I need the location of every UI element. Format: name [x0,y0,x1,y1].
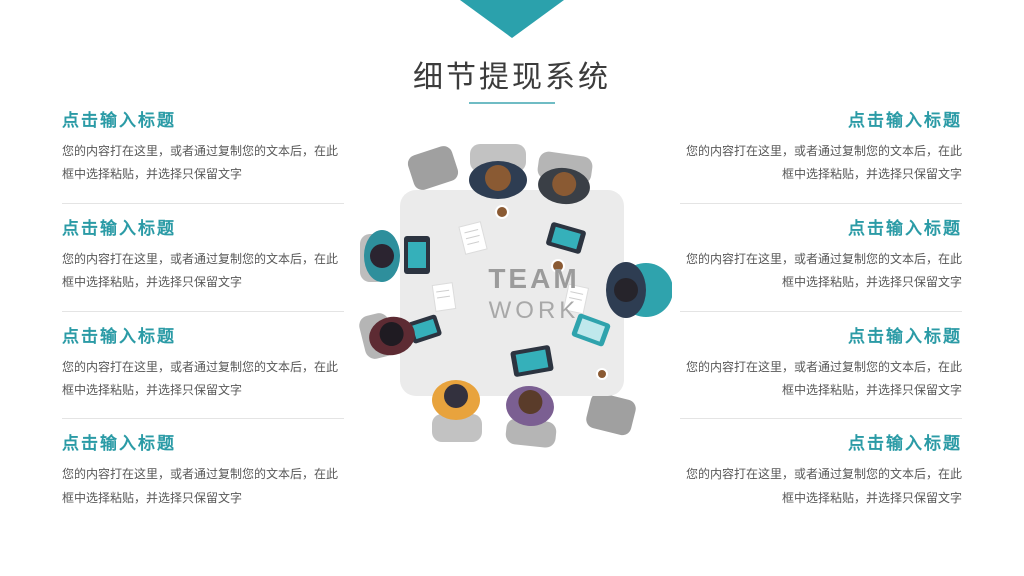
paper-icon [431,282,457,312]
block-body: 您的内容打在这里，或者通过复制您的文本后，在此框中选择粘贴，并选择只保留文字 [685,251,962,290]
right-column: 点击输入标题 您的内容打在这里，或者通过复制您的文本后，在此框中选择粘贴，并选择… [680,96,962,526]
coffee-cup-icon [596,368,608,380]
text-block: 点击输入标题 您的内容打在这里，或者通过复制您的文本后，在此框中选择粘贴，并选择… [62,312,344,420]
teamwork-illustration: TEAM WORK [352,138,672,450]
teamwork-svg: TEAM WORK [359,144,672,448]
block-title: 点击输入标题 [848,111,962,130]
teamwork-label-line1: TEAM [488,263,579,294]
block-body: 您的内容打在这里，或者通过复制您的文本后，在此框中选择粘贴，并选择只保留文字 [685,359,962,397]
person-icon [606,262,646,318]
laptop-icon [510,345,554,377]
text-block: 点击输入标题 您的内容打在这里，或者通过复制您的文本后，在此框中选择粘贴，并选择… [680,312,962,420]
chair-icon [505,418,557,448]
coffee-cup-icon [495,205,509,219]
block-body: 您的内容打在这里，或者通过复制您的文本后，在此框中选择粘贴，并选择只保留文字 [62,144,339,182]
block-title: 点击输入标题 [62,434,176,454]
laptop-icon [571,313,611,347]
laptop-icon [407,314,442,344]
laptop-icon [546,222,586,254]
left-column: 点击输入标题 您的内容打在这里，或者通过复制您的文本后，在此框中选择粘贴，并选择… [62,96,344,526]
person-icon [369,316,415,356]
person-icon [538,167,590,205]
block-body: 您的内容打在这里，或者通过复制您的文本后，在此框中选择粘贴，并选择只保留文字 [685,467,962,505]
block-title: 点击输入标题 [848,326,962,346]
block-title: 点击输入标题 [62,218,176,238]
block-body: 您的内容打在这里，或者通过复制您的文本后，在此框中选择粘贴，并选择只保留文字 [62,359,339,397]
block-title: 点击输入标题 [848,434,962,454]
block-body: 您的内容打在这里，或者通过复制您的文本后，在此框中选择粘贴，并选择只保留文字 [62,251,339,290]
text-block: 点击输入标题 您的内容打在这里，或者通过复制您的文本后，在此框中选择粘贴，并选择… [680,419,962,526]
person-icon [364,230,400,282]
block-body: 您的内容打在这里，或者通过复制您的文本后，在此框中选择粘贴，并选择只保留文字 [685,144,962,182]
paper-icon [458,221,488,255]
teamwork-label-line2: WORK [489,297,580,324]
text-block: 点击输入标题 您的内容打在这里，或者通过复制您的文本后，在此框中选择粘贴，并选择… [680,204,962,312]
block-title: 点击输入标题 [62,326,176,346]
text-block: 点击输入标题 您的内容打在这里，或者通过复制您的文本后，在此框中选择粘贴，并选择… [62,96,344,204]
block-body: 您的内容打在这里，或者通过复制您的文本后，在此框中选择粘贴，并选择只保留文字 [62,467,339,505]
title-underline [469,102,555,104]
person-icon [469,161,527,199]
paper-icon [562,283,590,315]
coffee-cup-icon [551,259,565,273]
chair-icon [586,392,636,436]
person-icon [506,385,554,427]
block-title: 点击输入标题 [62,111,176,130]
chair-icon [432,414,482,442]
person-icon [432,380,480,420]
down-arrow-decoration [460,0,564,38]
text-block: 点击输入标题 您的内容打在这里，或者通过复制您的文本后，在此框中选择粘贴，并选择… [680,96,962,204]
page-title: 细节提现系统 [413,61,611,94]
text-block: 点击输入标题 您的内容打在这里，或者通过复制您的文本后，在此框中选择粘贴，并选择… [62,419,344,526]
laptop-icon [404,236,430,274]
chair-icon [407,146,459,190]
block-title: 点击输入标题 [848,218,962,238]
text-block: 点击输入标题 您的内容打在这里，或者通过复制您的文本后，在此框中选择粘贴，并选择… [62,204,344,312]
